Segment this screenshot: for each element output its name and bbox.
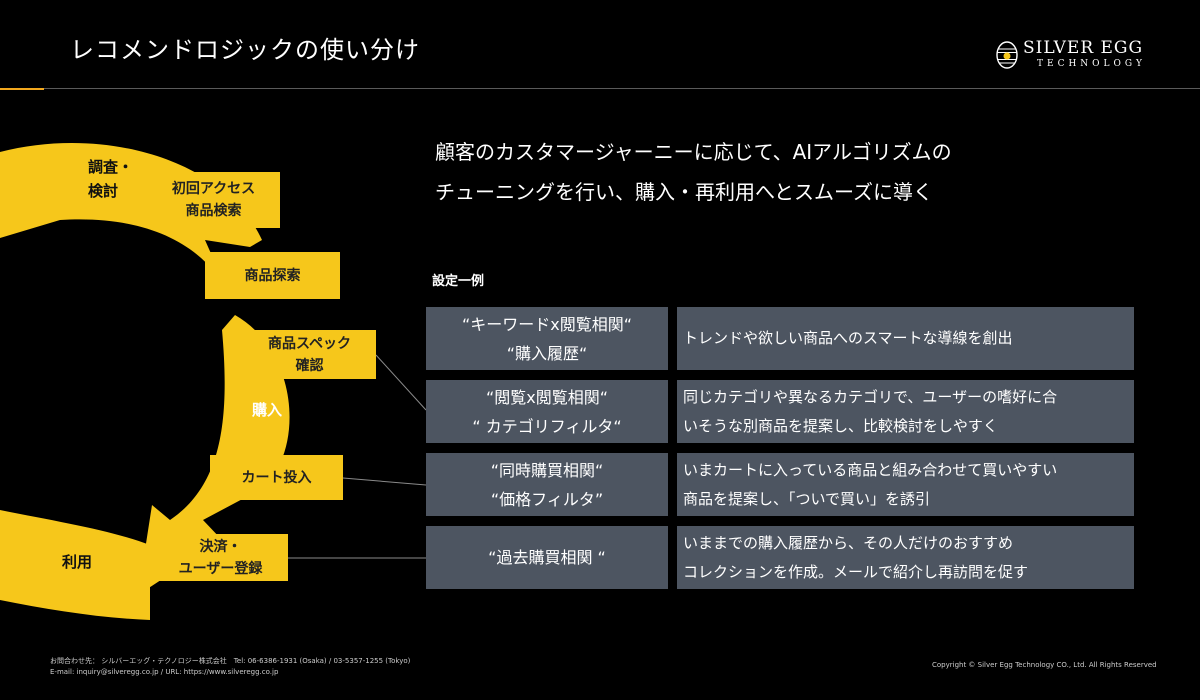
headline: 顧客のカスタマージャーニーに応じて、AIアルゴリズムの チューニングを行い、購入… [435,132,952,212]
step-add-to-cart: カート投入 [210,455,343,500]
step-spec-check: 商品スペック確認 [243,330,376,379]
step-payment-registration: 決済・ユーザー登録 [153,534,288,581]
cycle-arc-lower [138,315,290,595]
logo-wordmark: SILVER EGG [1023,38,1144,58]
phase-use: 利用 [62,553,93,571]
step-first-access: 初回アクセス商品検索 [147,172,280,228]
step-product-explore: 商品探索 [205,252,340,299]
header-accent-line [0,88,44,90]
headline-line-1: 顧客のカスタマージャーニーに応じて、AIアルゴリズムの [435,140,952,164]
cycle-arc-bottom [0,510,150,620]
egg-logo-icon [996,41,1018,69]
logic-cell-4: “過去購買相関 “ [426,526,668,589]
footer-copyright: Copyright © Silver Egg Technology CO., L… [932,661,1157,669]
section-label: 設定一例 [432,274,485,289]
page-title: レコメンドロジックの使い分け [70,36,420,64]
logic-cell-2: “閲覧x閲覧相関““ カテゴリフィルタ“ [426,380,668,443]
logo-subtitle: TECHNOLOGY [1037,59,1146,69]
desc-cell-4: いままでの購入履歴から、その人だけのおすすめコレクションを作成。メールで紹介し再… [677,526,1134,589]
logic-cell-1: “キーワードx閲覧相関““購入履歴“ [426,307,668,370]
phase-purchase: 購入 [252,401,283,419]
header-divider [0,88,1200,89]
phase-research: 調査・ 検討 [88,158,134,200]
desc-cell-1: トレンドや欲しい商品へのスマートな導線を創出 [677,307,1134,370]
footer-contact: お問合わせ先： シルバーエッグ・テクノロジー株式会社 Tel: 06-6386-… [50,657,411,676]
logic-cell-3: “同時購買相関““価格フィルタ” [426,453,668,516]
desc-cell-3: いまカートに入っている商品と組み合わせて買いやすい商品を提案し、「ついで買い」を… [677,453,1134,516]
company-logo: SILVER EGG TECHNOLOGY [995,38,1165,74]
desc-cell-2: 同じカテゴリや異なるカテゴリで、ユーザーの嗜好に合いそうな別商品を提案し、比較検… [677,380,1134,443]
headline-line-2: チューニングを行い、購入・再利用へとスムーズに導く [435,180,933,204]
